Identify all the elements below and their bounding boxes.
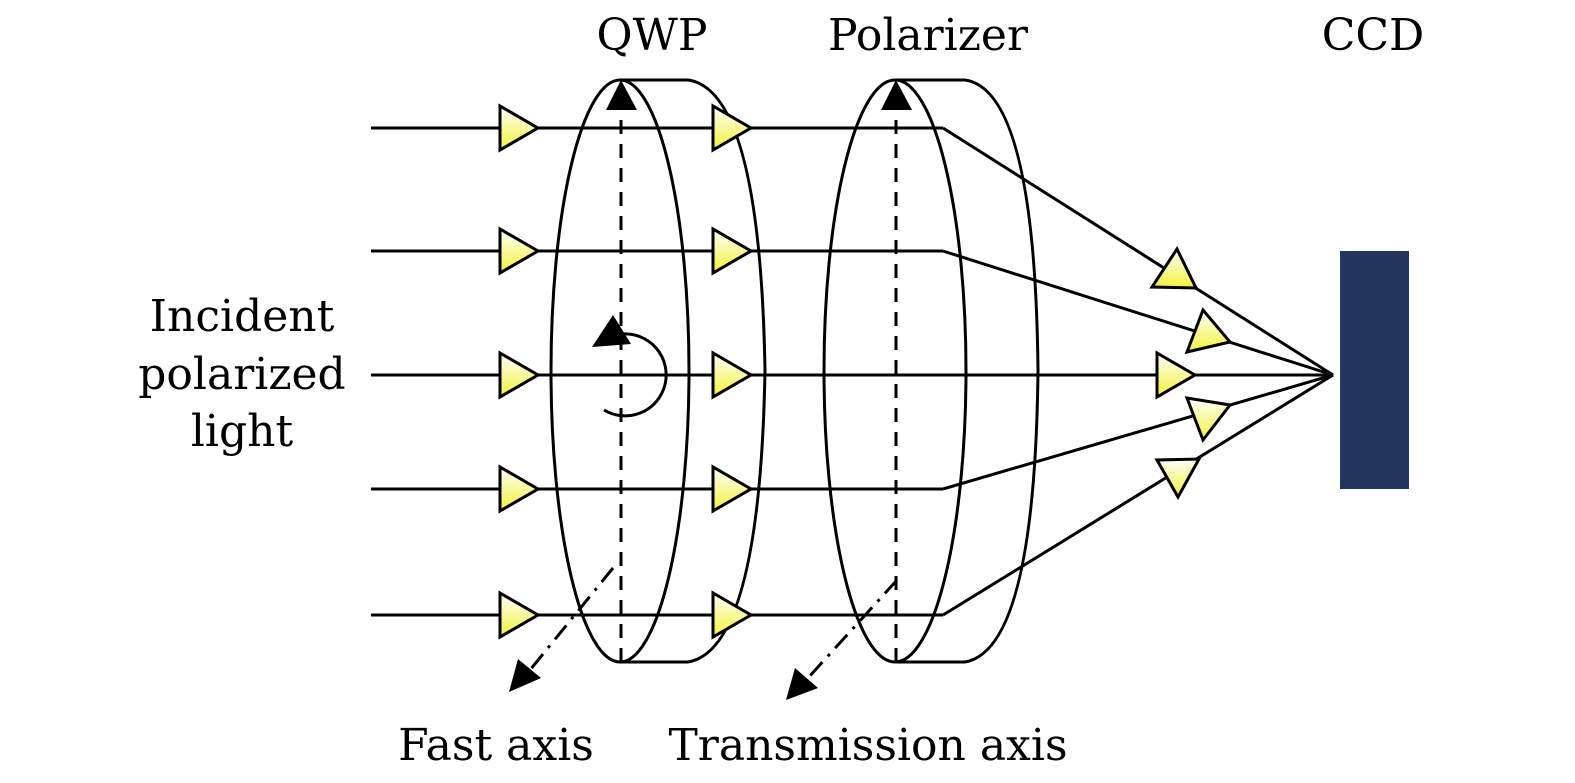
direction-arrow-icon (1184, 307, 1233, 355)
converging-rays (942, 126, 1334, 617)
qwp-axis-arrowhead-icon (606, 80, 637, 110)
direction-arrow-icon (711, 464, 754, 514)
polarizer-label: Polarizer (828, 10, 1029, 61)
polarizer-axis-arrowhead-icon (881, 80, 912, 110)
qwp-axes (509, 80, 668, 692)
rotation-arc (603, 332, 668, 418)
direction-arrow-icon (1149, 245, 1199, 290)
direction-arrow-icon (711, 103, 754, 153)
incident-label-line1: Incident (150, 291, 335, 342)
direction-arrow-icon (711, 590, 754, 640)
fast-axis-line (528, 567, 615, 671)
input-direction-arrows (498, 103, 541, 640)
incident-label-line3: light (191, 406, 294, 457)
fast-axis-arrowhead-icon (509, 659, 541, 692)
converging-ray-5 (942, 373, 1334, 617)
direction-arrow-icon (1184, 396, 1233, 444)
direction-arrow-icon (1155, 350, 1198, 400)
polarizer-rim (895, 78, 1040, 664)
polarizer-axes (786, 80, 912, 700)
fast-axis-label: Fast axis (398, 720, 594, 771)
transmission-axis-label: Transmission axis (668, 720, 1067, 771)
ccd-label: CCD (1322, 10, 1425, 61)
converging-ray-2 (942, 249, 1334, 377)
direction-arrow-icon (498, 590, 541, 640)
post-qwp-direction-arrows (711, 103, 754, 640)
incident-label-line2: polarized (138, 349, 345, 400)
rotation-arrowhead-icon (592, 315, 631, 347)
converging-direction-arrows (1149, 245, 1233, 501)
transmission-axis-line (806, 578, 899, 680)
converging-ray-4 (942, 373, 1334, 491)
direction-arrow-icon (498, 103, 541, 153)
direction-arrow-icon (498, 226, 541, 276)
direction-arrow-icon (711, 350, 754, 400)
transmission-axis-arrowhead-icon (786, 668, 818, 700)
qwp-rim (620, 78, 767, 664)
qwp-label: QWP (597, 10, 708, 61)
ccd-sensor (1340, 251, 1409, 489)
direction-arrow-icon (711, 226, 754, 276)
direction-arrow-icon (1154, 457, 1202, 501)
direction-arrow-icon (498, 464, 541, 514)
direction-arrow-icon (498, 350, 541, 400)
converging-ray-1 (942, 126, 1334, 377)
